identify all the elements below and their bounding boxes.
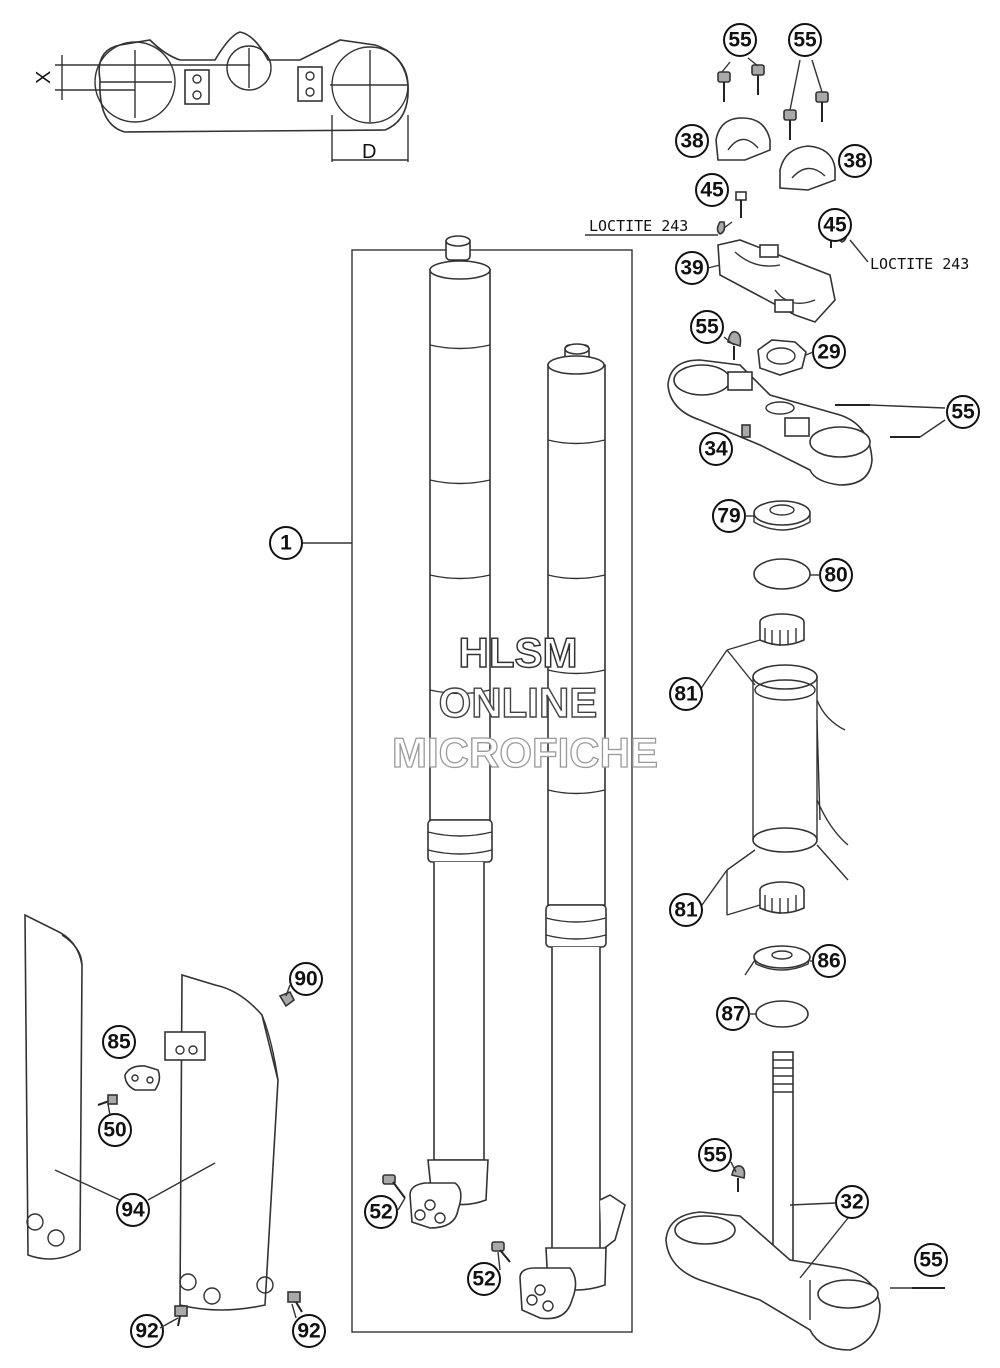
callout-32: 32 [835,1185,869,1219]
svg-text:81: 81 [674,683,698,706]
o-ring-80 [753,558,811,590]
watermark-line3: MICROFICHE [392,729,658,776]
svg-text:55: 55 [919,1249,943,1272]
callout-52-upper: 52 [364,1195,398,1229]
loctite-label-left: LOCTITE 243 [589,217,688,235]
callout-55-nut-screw: 55 [690,310,724,344]
fork-leg-right [519,343,626,1320]
lower-triple-clamp-32 [665,1051,945,1351]
svg-text:29: 29 [817,341,840,364]
svg-text:81: 81 [674,899,698,922]
steering-nut-29 [757,339,807,376]
svg-text:32: 32 [840,1191,863,1214]
svg-text:86: 86 [817,950,840,973]
steering-head-tube [752,664,849,881]
screw-52-upper [382,1174,406,1199]
svg-text:55: 55 [703,1144,727,1167]
svg-text:45: 45 [700,179,724,202]
screws-55-top [717,64,829,140]
svg-text:92: 92 [297,1320,320,1343]
svg-text:94: 94 [121,1199,145,1222]
callout-90: 90 [289,962,323,996]
callout-81-upper: 81 [669,677,703,711]
svg-text:34: 34 [704,438,728,461]
svg-text:1: 1 [280,532,292,555]
screw-55-lower-clamp [731,1165,746,1192]
callout-86: 86 [812,944,846,978]
callout-85: 85 [102,1025,136,1059]
svg-text:50: 50 [103,1119,126,1142]
svg-text:55: 55 [951,401,975,424]
bearing-81-upper [759,613,805,646]
svg-text:38: 38 [843,150,867,173]
dim-x-label: X [33,71,55,84]
screw-50 [97,1094,118,1106]
upper-triple-clamp-34 [667,359,920,486]
watermark-line1: HLSM [459,629,578,676]
loctite-label-right: LOCTITE 243 [870,255,969,273]
callout-39: 39 [675,251,709,285]
callout-52-lower: 52 [467,1262,501,1296]
callout-79: 79 [712,499,746,533]
callout-45-right: 45 [818,208,852,242]
callout-55-lower-clamp-bolt: 55 [914,1243,948,1277]
bearing-81-lower [759,881,805,914]
callout-45-left: 45 [695,173,729,207]
callout-29: 29 [812,335,846,369]
handlebar-clamp-38-left [715,117,771,161]
fork-assembly-box [351,249,633,1333]
guard-clip-85 [124,1065,161,1091]
svg-text:79: 79 [717,505,740,528]
svg-text:87: 87 [721,1003,744,1026]
svg-text:92: 92 [135,1320,158,1343]
screw-45-left [716,191,747,235]
svg-text:85: 85 [107,1031,131,1054]
callout-50: 50 [98,1113,132,1147]
svg-text:52: 52 [472,1268,495,1291]
callout-80: 80 [819,558,853,592]
dim-d-label: D [362,141,376,163]
handlebar-clamp-38-right [779,145,836,191]
svg-text:55: 55 [793,29,817,52]
callout-55-clamp-screws: 55 [946,395,980,429]
clamp-base-39 [717,239,836,323]
callout-34: 34 [699,432,733,466]
callout-55-top-right: 55 [788,23,822,57]
triple-clamp-detail: X D [33,31,409,163]
screw-92-right [287,1291,303,1313]
svg-text:90: 90 [294,968,317,991]
svg-text:52: 52 [369,1201,392,1224]
fork-guard-right [164,973,279,1311]
callout-38-left: 38 [675,124,709,158]
callout-87: 87 [716,997,750,1031]
callout-92-right: 92 [292,1314,326,1348]
svg-text:38: 38 [680,130,704,153]
fork-leg-left [409,235,493,1229]
watermark: HLSM ONLINE MICROFICHE [391,628,658,776]
svg-text:55: 55 [695,316,719,339]
screw-55-nut [727,330,742,360]
fork-guard-left [24,913,83,1260]
svg-text:55: 55 [728,29,752,52]
svg-text:39: 39 [680,257,703,280]
svg-text:80: 80 [824,564,847,587]
o-ring-87 [755,1000,809,1028]
watermark-line2: ONLINE [439,679,598,726]
screw-92-left [174,1305,188,1327]
callout-94: 94 [116,1193,150,1227]
callout-55-top-left: 55 [723,23,757,57]
screw-52-lower [491,1241,511,1263]
callout-38-right: 38 [838,144,872,178]
callout-55-lower-clamp-screw: 55 [698,1138,732,1172]
callout-81-lower: 81 [669,893,703,927]
dust-seal-79 [753,500,811,531]
svg-text:45: 45 [823,214,847,237]
seal-86 [753,945,811,971]
callout-1: 1 [269,526,303,560]
callout-92-left: 92 [130,1314,164,1348]
